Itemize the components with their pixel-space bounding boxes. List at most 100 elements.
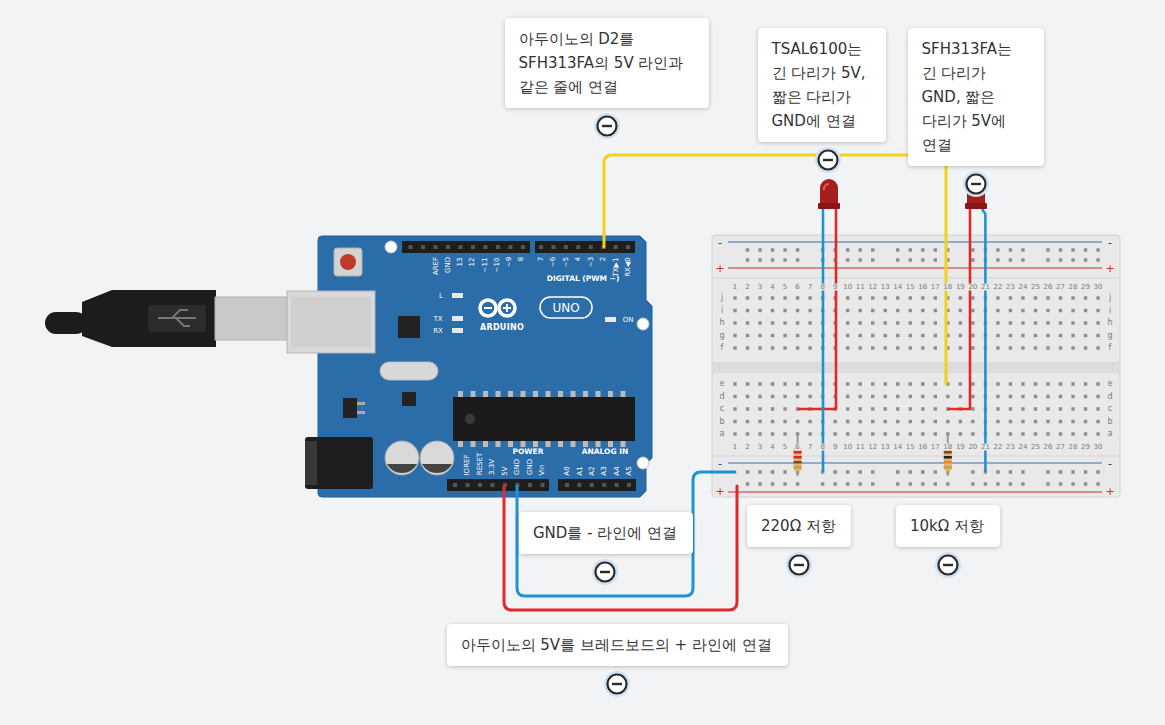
pin-label: 5V bbox=[502, 466, 509, 475]
onboard-led bbox=[452, 293, 616, 333]
column-number: 22 bbox=[992, 284, 1003, 291]
column-number: 20 bbox=[967, 444, 978, 451]
callout-pin bbox=[594, 113, 620, 139]
led-symbol bbox=[824, 184, 829, 190]
column-number: 5 bbox=[782, 444, 788, 451]
wire bbox=[504, 486, 737, 610]
usb-connector bbox=[148, 305, 206, 332]
callout-box: 220Ω 저항 bbox=[747, 505, 851, 547]
column-number: 17 bbox=[930, 444, 941, 451]
callout-pin bbox=[600, 571, 610, 573]
row-letter: d bbox=[718, 393, 725, 401]
board-label: POWER bbox=[512, 448, 543, 456]
callout-pin bbox=[592, 113, 989, 697]
breadboard-holes bbox=[733, 420, 1100, 423]
breadboard-holes bbox=[746, 248, 1100, 251]
callout-pin bbox=[935, 552, 961, 578]
column-number: 2 bbox=[744, 284, 750, 291]
capacitor bbox=[385, 441, 454, 475]
column-number: 19 bbox=[955, 284, 966, 291]
led-leg bbox=[822, 209, 825, 472]
pin-label: GND bbox=[445, 257, 452, 273]
crystal bbox=[380, 362, 438, 380]
power-jack bbox=[305, 441, 317, 485]
callout-box: 10kΩ 저항 bbox=[896, 505, 1000, 547]
breadboard-holes bbox=[733, 250, 1100, 484]
rail-sign: + bbox=[714, 263, 725, 274]
callout-pin bbox=[790, 556, 809, 575]
breadboard-holes bbox=[746, 258, 1100, 261]
pin-label: 13 bbox=[457, 257, 464, 266]
reset-button bbox=[334, 248, 362, 276]
led-leg bbox=[948, 209, 970, 409]
column-number: 24 bbox=[1017, 444, 1028, 451]
row-letter: b bbox=[718, 418, 725, 426]
integrated-circuit bbox=[398, 316, 420, 338]
breadboard bbox=[728, 267, 1102, 268]
capacitor bbox=[387, 464, 417, 473]
row-letter: e bbox=[719, 380, 726, 388]
resistor-symbol bbox=[944, 451, 952, 454]
column-number: 29 bbox=[1080, 444, 1091, 451]
led-symbol bbox=[818, 179, 987, 209]
brand-label: ARDUINO bbox=[480, 324, 524, 332]
usb-connector bbox=[291, 297, 371, 347]
rail-sign: + bbox=[714, 486, 725, 497]
pin-header bbox=[447, 479, 549, 491]
row-letter: i bbox=[720, 307, 724, 315]
reset-button bbox=[334, 248, 362, 276]
column-number: 28 bbox=[1068, 444, 1079, 451]
column-number: 12 bbox=[867, 284, 878, 291]
row-letter: g bbox=[1106, 332, 1113, 340]
led-label: RX bbox=[433, 328, 443, 335]
breadboard bbox=[712, 362, 1120, 373]
column-number: 26 bbox=[1043, 284, 1054, 291]
pin-label: TX▶1 bbox=[613, 257, 620, 276]
integrated-circuit bbox=[402, 392, 416, 406]
resistor-symbol bbox=[794, 436, 952, 476]
rail-sign: + bbox=[1104, 263, 1115, 274]
pin-label: 7 bbox=[538, 257, 545, 261]
callout-pin bbox=[608, 675, 627, 694]
callout-pin bbox=[823, 159, 833, 161]
integrated-circuit bbox=[357, 411, 365, 414]
wire bbox=[504, 155, 946, 610]
breadboard bbox=[728, 491, 1102, 492]
callout-pin bbox=[594, 113, 620, 139]
arduino-logo bbox=[540, 297, 592, 318]
integrated-circuit bbox=[343, 316, 635, 444]
pin-header bbox=[565, 483, 636, 487]
arduino-logo bbox=[506, 304, 508, 312]
callout-pin bbox=[963, 171, 989, 197]
resistor-symbol bbox=[944, 461, 952, 464]
breadboard-holes bbox=[733, 321, 1100, 324]
column-number: 4 bbox=[769, 284, 775, 291]
rail-sign: + bbox=[1104, 486, 1115, 497]
pin-header bbox=[535, 241, 635, 253]
callout-pin bbox=[935, 552, 961, 578]
pin-header bbox=[402, 241, 530, 253]
pin-label: A4 bbox=[614, 466, 621, 475]
column-number: 19 bbox=[955, 444, 966, 451]
callout-pin bbox=[963, 171, 989, 197]
reset-button bbox=[340, 254, 356, 270]
pin-label: AREF bbox=[433, 257, 440, 275]
board-label: ANALOG IN bbox=[582, 448, 629, 456]
column-number: 3 bbox=[757, 444, 763, 451]
callout-pin bbox=[598, 117, 617, 136]
breadboard bbox=[712, 456, 1120, 457]
row-letter: j bbox=[720, 294, 724, 302]
pin-label: ~11 bbox=[482, 257, 489, 272]
usb-connector bbox=[82, 290, 216, 347]
row-letter: h bbox=[718, 319, 725, 327]
callout-pin bbox=[786, 552, 812, 578]
breadboard-holes bbox=[733, 382, 1100, 385]
row-letter: b bbox=[1106, 418, 1113, 426]
column-number: 1 bbox=[732, 284, 738, 291]
column-number: 30 bbox=[1093, 444, 1104, 451]
column-number: 4 bbox=[769, 444, 775, 451]
callout-text: 아두이노의 5V를 브레드보드의 + 라인에 연결 bbox=[461, 633, 774, 657]
resistor-symbol bbox=[794, 456, 802, 459]
pin-header bbox=[539, 245, 634, 249]
column-number: 5 bbox=[782, 284, 788, 291]
